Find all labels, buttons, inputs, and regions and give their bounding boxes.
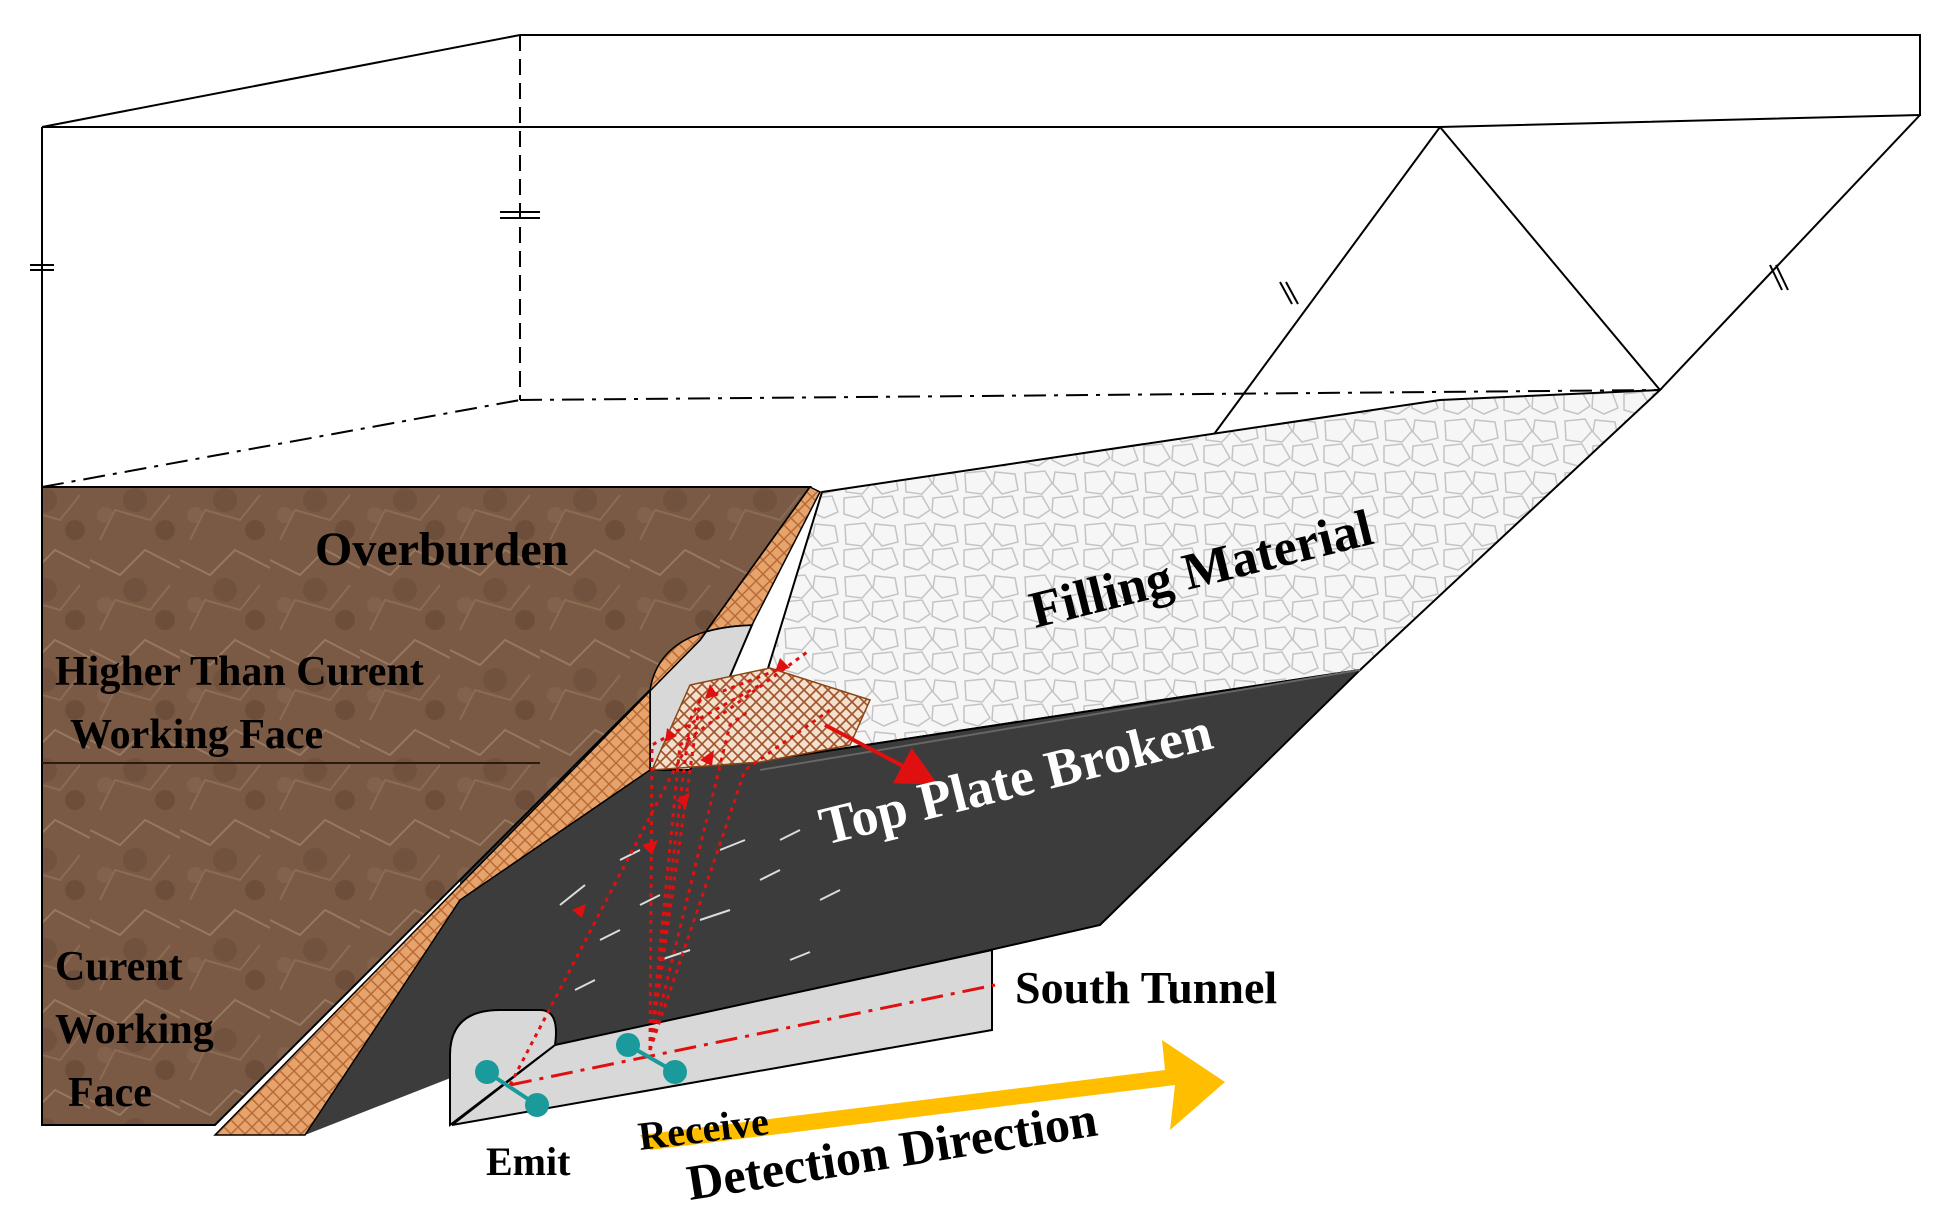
- excavation-wedge: [305, 770, 660, 1135]
- tunnel-face: [449, 1009, 557, 1128]
- emitter-sensor: [475, 1060, 549, 1117]
- label-current-line1: Curent: [55, 944, 183, 990]
- ray-2: [648, 648, 811, 1051]
- seismic-rays: [508, 648, 831, 1086]
- label-overburden: Overburden: [315, 523, 568, 576]
- coal-seam-band: [213, 486, 822, 1136]
- label-south-tunnel: South Tunnel: [1015, 962, 1277, 1013]
- broken-zone: [650, 667, 872, 771]
- fracture-lines: [559, 829, 841, 991]
- ray-6: [648, 699, 702, 1051]
- label-higher-line1: Higher Than Curent: [55, 649, 424, 695]
- ray-emit-1: [508, 739, 692, 1086]
- top-plate-inner-edge: [759, 669, 1361, 771]
- overburden-rock: [41, 486, 812, 1126]
- label-current-line3: Face: [68, 1070, 152, 1116]
- ray-arrowheads: [572, 658, 790, 918]
- top-plate-pointer-arrow: [824, 723, 938, 785]
- receiver-sensor: [616, 1033, 687, 1084]
- ray-1: [648, 683, 761, 1051]
- ray-4: [648, 708, 751, 1051]
- label-current-line2: Working: [55, 1007, 214, 1053]
- wireframe-box: [30, 34, 1921, 495]
- label-higher-line2: Working Face: [70, 712, 323, 758]
- label-emit: Emit: [486, 1139, 571, 1184]
- detection-direction-arrow: [640, 1040, 1225, 1150]
